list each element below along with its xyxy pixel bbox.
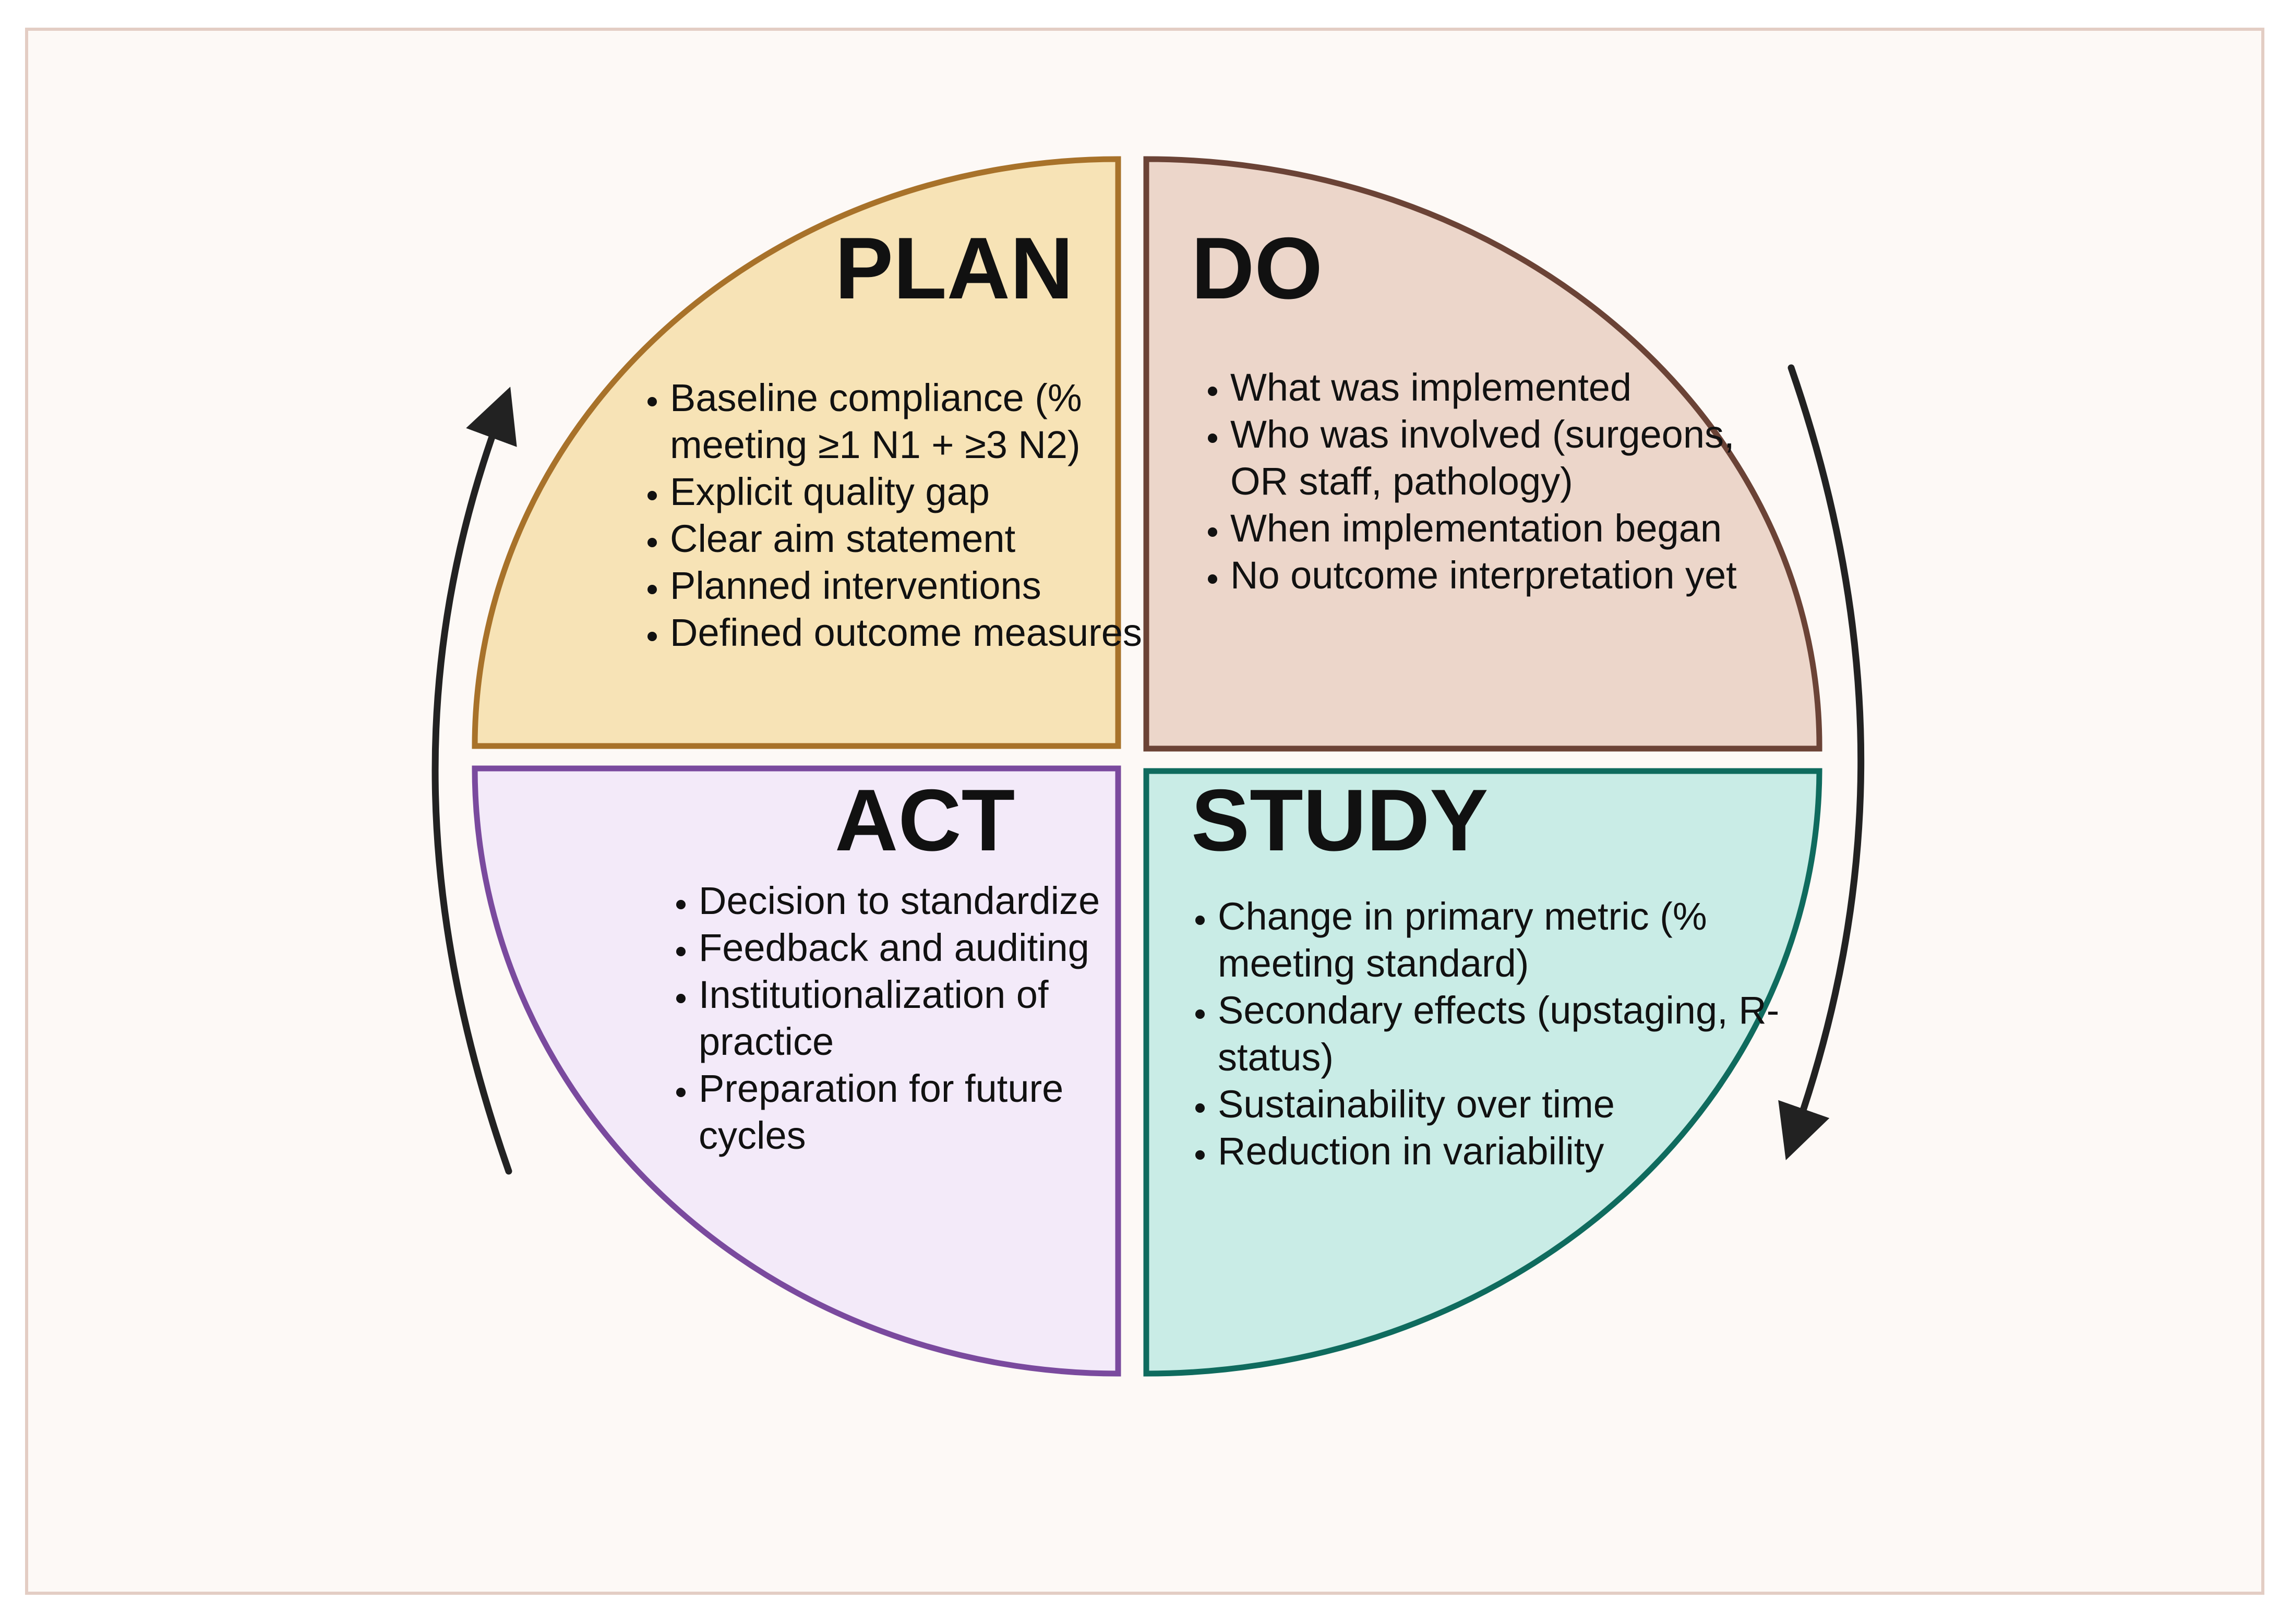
list-item: What was implemented: [1230, 364, 1778, 411]
list-item: Explicit quality gap: [670, 468, 1160, 515]
list-item: Preparation for future cycles: [699, 1065, 1166, 1159]
clockwise-arrow-right-icon: [1778, 364, 1865, 1161]
list-item: When implementation began: [1230, 505, 1778, 552]
list-item: No outcome interpretation yet: [1230, 552, 1778, 599]
plan-quadrant: [472, 156, 1121, 749]
act-title: ACT: [835, 771, 1015, 869]
list-item: Planned interventions: [670, 562, 1160, 609]
act-quadrant: [472, 765, 1121, 1377]
do-title: DO: [1191, 219, 1323, 317]
do-quadrant: [1143, 156, 1822, 752]
list-item: Feedback and auditing: [699, 924, 1166, 971]
list-item: Institutionalization of practice: [699, 971, 1166, 1065]
list-item: Defined outcome measures: [670, 609, 1160, 656]
do-list: What was implementedWho was involved (su…: [1186, 364, 1778, 599]
list-item: Baseline compliance (% meeting ≥1 N1 + ≥…: [670, 375, 1160, 468]
study-quadrant: [1143, 768, 1822, 1377]
plan-list: Baseline compliance (% meeting ≥1 N1 + ≥…: [626, 375, 1160, 656]
list-item: Clear aim statement: [670, 515, 1160, 562]
clockwise-arrow-left-icon: [431, 387, 517, 1175]
study-list: Change in primary metric (% meeting stan…: [1174, 893, 1792, 1175]
list-item: Secondary effects (upstaging, R-status): [1218, 987, 1792, 1081]
list-item: Who was involved (surgeons, OR staff, pa…: [1230, 411, 1778, 505]
list-item: Decision to standardize: [699, 877, 1166, 924]
list-item: Sustainability over time: [1218, 1081, 1792, 1128]
list-item: Reduction in variability: [1218, 1128, 1792, 1175]
act-list: Decision to standardizeFeedback and audi…: [655, 877, 1166, 1159]
list-item: Change in primary metric (% meeting stan…: [1218, 893, 1792, 987]
plan-title: PLAN: [835, 219, 1074, 317]
study-title: STUDY: [1191, 771, 1489, 869]
